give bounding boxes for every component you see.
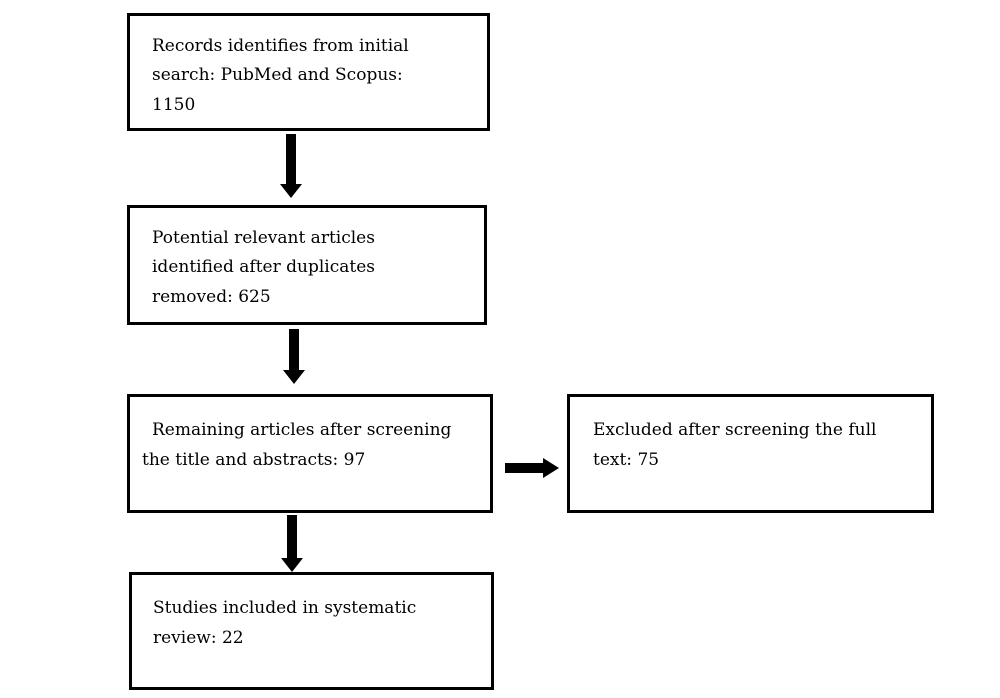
potential-line-1: Potential relevant articles	[152, 228, 375, 248]
arrow-1-head	[280, 184, 302, 198]
remaining-line-1: Remaining articles after screening	[152, 420, 452, 440]
arrow-1-shaft	[286, 134, 296, 186]
included-line-2: review: 22	[153, 628, 244, 648]
arrow-right-head	[543, 458, 559, 478]
excluded-box: Excluded after screening the full text: …	[567, 394, 934, 513]
arrow-3-head	[281, 558, 303, 572]
potential-articles-box: Potential relevant articles identified a…	[127, 205, 487, 325]
arrow-right-shaft	[505, 463, 545, 473]
arrow-2-shaft	[289, 329, 299, 371]
remaining-line-2: the title and abstracts: 97	[142, 450, 366, 470]
arrow-3-shaft	[287, 515, 297, 559]
potential-line-2: identified after duplicates	[152, 257, 375, 277]
excluded-line-1: Excluded after screening the full	[593, 420, 877, 440]
records-line-2: search: PubMed and Scopus:	[152, 65, 403, 85]
arrow-2-head	[283, 370, 305, 384]
records-line-3: 1150	[152, 95, 196, 115]
records-line-1: Records identifies from initial	[152, 36, 409, 56]
potential-line-3: removed: 625	[152, 287, 271, 307]
excluded-line-2: text: 75	[593, 450, 660, 470]
studies-included-box: Studies included in systematic review: 2…	[129, 572, 494, 690]
remaining-articles-box: Remaining articles after screening the t…	[127, 394, 493, 513]
records-identified-box: Records identifies from initial search: …	[127, 13, 490, 131]
included-line-1: Studies included in systematic	[153, 598, 417, 618]
